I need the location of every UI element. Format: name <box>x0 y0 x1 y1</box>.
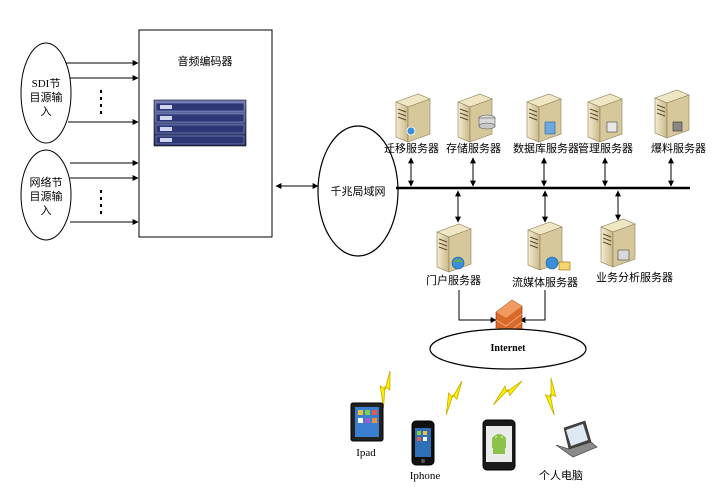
server-migrate <box>395 93 431 143</box>
android-phone-icon <box>482 419 516 471</box>
top-server-links <box>408 157 674 187</box>
server-portal-label: 门户服务器 <box>426 273 481 287</box>
laptop-icon <box>555 420 598 458</box>
device-pc-label: 个人电脑 <box>539 469 583 482</box>
internet-ellipse <box>429 328 587 370</box>
audio-encoder-title: 音频编码器 <box>178 54 233 68</box>
network-input-ellipse <box>20 149 72 241</box>
encoder-rack-icon <box>153 99 247 147</box>
wireless-bolt-ipad <box>367 370 406 409</box>
sdi-input-label-1: SDI节 <box>32 77 61 90</box>
wireless-bolt-pc <box>533 377 572 416</box>
iphone-icon <box>411 420 435 466</box>
internet-label: Internet <box>491 343 527 354</box>
server-manage <box>587 93 623 143</box>
firewall-links <box>458 290 546 323</box>
lan-label: 千兆局域网 <box>331 185 386 198</box>
ellipsis-dots <box>100 90 102 214</box>
lan-ellipse <box>317 125 399 257</box>
wireless-bolt-iphone <box>436 380 472 416</box>
network-input-label-2: 目源输 <box>30 189 63 203</box>
server-migrate-label: 迁移服务器 <box>384 142 439 155</box>
server-portal <box>436 223 472 273</box>
sdi-input-ellipse <box>20 42 72 144</box>
sdi-input-label-2: 目源输 <box>30 90 63 104</box>
network-input-label-3: 入 <box>41 205 52 217</box>
server-database-label: 数据库服务器 <box>513 141 579 155</box>
server-stream <box>527 221 571 271</box>
device-ipad-label: Ipad <box>356 447 376 459</box>
sdi-input-label-3: 入 <box>41 106 52 118</box>
server-storage <box>457 93 496 143</box>
wireless-bolt-android <box>492 378 523 408</box>
input-arrows <box>66 60 139 225</box>
network-input-label-1: 网络节 <box>30 175 63 189</box>
server-news <box>654 89 690 139</box>
device-iphone-label: Iphone <box>410 470 441 482</box>
server-analysis-label: 业务分析服务器 <box>596 270 673 284</box>
server-manage-label: 管理服务器 <box>578 141 633 155</box>
server-news-label: 爆料服务器 <box>651 141 706 155</box>
server-analysis <box>600 218 636 268</box>
server-stream-label: 流媒体服务器 <box>512 275 578 289</box>
bottom-server-links <box>455 190 621 223</box>
server-storage-label: 存储服务器 <box>446 141 501 155</box>
ipad-icon <box>350 402 384 442</box>
server-database <box>526 93 562 143</box>
